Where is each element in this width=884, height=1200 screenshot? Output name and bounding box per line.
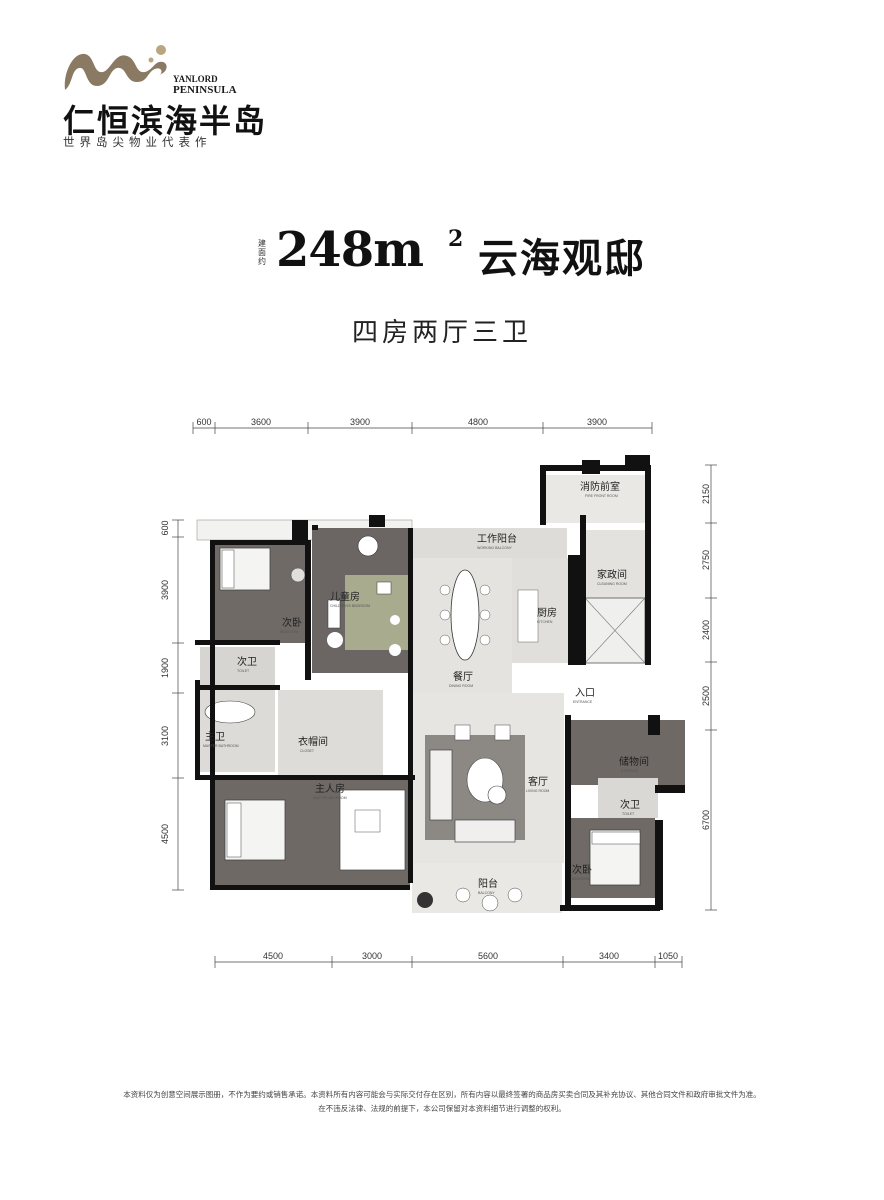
label-cloakroom-en: CLOSET: [300, 749, 315, 753]
dim-right-3: 2400: [701, 620, 711, 640]
left-dimensions: 600 3900 1900 3100 4500: [160, 520, 170, 844]
label-second-bath-right-en: TOILET: [622, 812, 635, 816]
label-second-bedroom-left: 次卧: [282, 616, 302, 629]
brand-cn-name: 仁恒滨海半岛: [63, 102, 268, 140]
dimension-lines: [172, 422, 717, 968]
dim-top-3: 3900: [350, 417, 370, 427]
label-master-bedroom: 主人房: [315, 782, 345, 795]
area-label: 建面约: [258, 239, 266, 266]
label-dining-en: DINING ROOM: [449, 684, 473, 688]
dim-left-1: 600: [160, 520, 170, 535]
label-second-bedroom-right: 次卧: [572, 863, 592, 876]
label-balcony: 阳台: [478, 877, 498, 890]
brand-logo: YANLORD PENINSULA 仁恒滨海半岛 世界岛尖物业代表作: [55, 38, 265, 158]
label-second-bath-left: 次卫: [237, 655, 257, 668]
title-row: 建面约 248m 2 云海观邸: [0, 222, 884, 292]
brand-slogan: 世界岛尖物业代表作: [63, 135, 212, 149]
area-value: 248m: [276, 222, 424, 278]
label-kitchen-en: KITCHEN: [537, 620, 553, 624]
area-superscript: 2: [448, 226, 464, 252]
label-cloakroom: 衣帽间: [298, 735, 328, 748]
label-second-bedroom-left-en: BEDROOM: [280, 630, 298, 634]
brand-en-line2: PENINSULA: [173, 84, 237, 96]
room-labels: 消防前室 FIRE FRONT ROOM 工作阳台 WORKING BALCON…: [203, 480, 649, 895]
walls: [195, 455, 685, 911]
dim-left-5: 4500: [160, 824, 170, 844]
label-entrance-en: ENTRANCE: [573, 700, 593, 704]
furniture: [204, 535, 641, 912]
dim-top-2: 3600: [251, 417, 271, 427]
dim-right-2: 2750: [701, 550, 711, 570]
label-living-en: LIVING ROOM: [526, 789, 549, 793]
label-storage: 储物间: [619, 755, 649, 768]
label-balcony-en: BALCONY: [478, 891, 495, 895]
dim-left-4: 3100: [160, 726, 170, 746]
label-kitchen: 厨房: [537, 606, 557, 619]
label-fire-room-en: FIRE FRONT ROOM: [585, 494, 618, 498]
disclaimer-line2: 在不违反法律、法规的前提下，本公司保留对本资料细节进行调整的权利。: [318, 1104, 566, 1113]
label-second-bedroom-right-en: BEDROOM: [572, 877, 590, 881]
floor-plan: 600 3600 3900 4800 3900 4500 3000 5600 3…: [160, 417, 717, 968]
dim-bottom-5: 1050: [658, 951, 678, 961]
label-housekeeping-en: CLEANING ROOM: [597, 582, 627, 586]
dim-bottom-1: 4500: [263, 951, 283, 961]
label-children-room: 儿童房: [330, 590, 360, 603]
dim-right-1: 2150: [701, 484, 711, 504]
unit-name: 云海观邸: [478, 236, 646, 282]
logo-mark-icon: [64, 45, 167, 90]
dim-bottom-2: 3000: [362, 951, 382, 961]
bottom-dimensions: 4500 3000 5600 3400 1050: [263, 951, 678, 961]
right-dimensions: 2150 2750 2400 2500 6700: [701, 484, 711, 830]
label-living: 客厅: [528, 775, 548, 788]
disclaimer-line1: 本资料仅为创意空间展示图册，不作为要约或销售承诺。本资料所有内容可能会与实际交付…: [123, 1090, 761, 1099]
label-children-room-en: CHILDREN'S BEDROOM: [330, 604, 370, 608]
label-work-balcony-en: WORKING BALCONY: [477, 546, 512, 550]
dim-left-3: 1900: [160, 658, 170, 678]
label-second-bath-left-en: TOILET: [237, 669, 250, 673]
label-master-bedroom-en: MASTER BEDROOM: [313, 796, 347, 800]
label-fire-room: 消防前室: [580, 480, 620, 493]
dim-left-2: 3900: [160, 580, 170, 600]
label-master-bath: 主卫: [205, 731, 225, 743]
dim-bottom-3: 5600: [478, 951, 498, 961]
dim-top-1: 600: [196, 417, 211, 427]
label-dining: 餐厅: [453, 670, 473, 683]
label-storage-en: STORAGE: [621, 769, 639, 773]
top-dimensions: 600 3600 3900 4800 3900: [196, 417, 607, 427]
label-second-bath-right: 次卫: [620, 798, 640, 811]
label-entrance: 入口: [575, 688, 595, 699]
label-work-balcony: 工作阳台: [477, 532, 517, 545]
label-housekeeping: 家政间: [597, 568, 627, 581]
dim-right-4: 2500: [701, 686, 711, 706]
dim-bottom-4: 3400: [599, 951, 619, 961]
dim-right-5: 6700: [701, 810, 711, 830]
layout-subtitle: 四房两厅三卫: [351, 318, 532, 348]
dim-top-5: 3900: [587, 417, 607, 427]
label-master-bath-en: MASTER BATHROOM: [203, 744, 239, 748]
brand-en-line1: YANLORD: [173, 74, 218, 84]
dim-top-4: 4800: [468, 417, 488, 427]
